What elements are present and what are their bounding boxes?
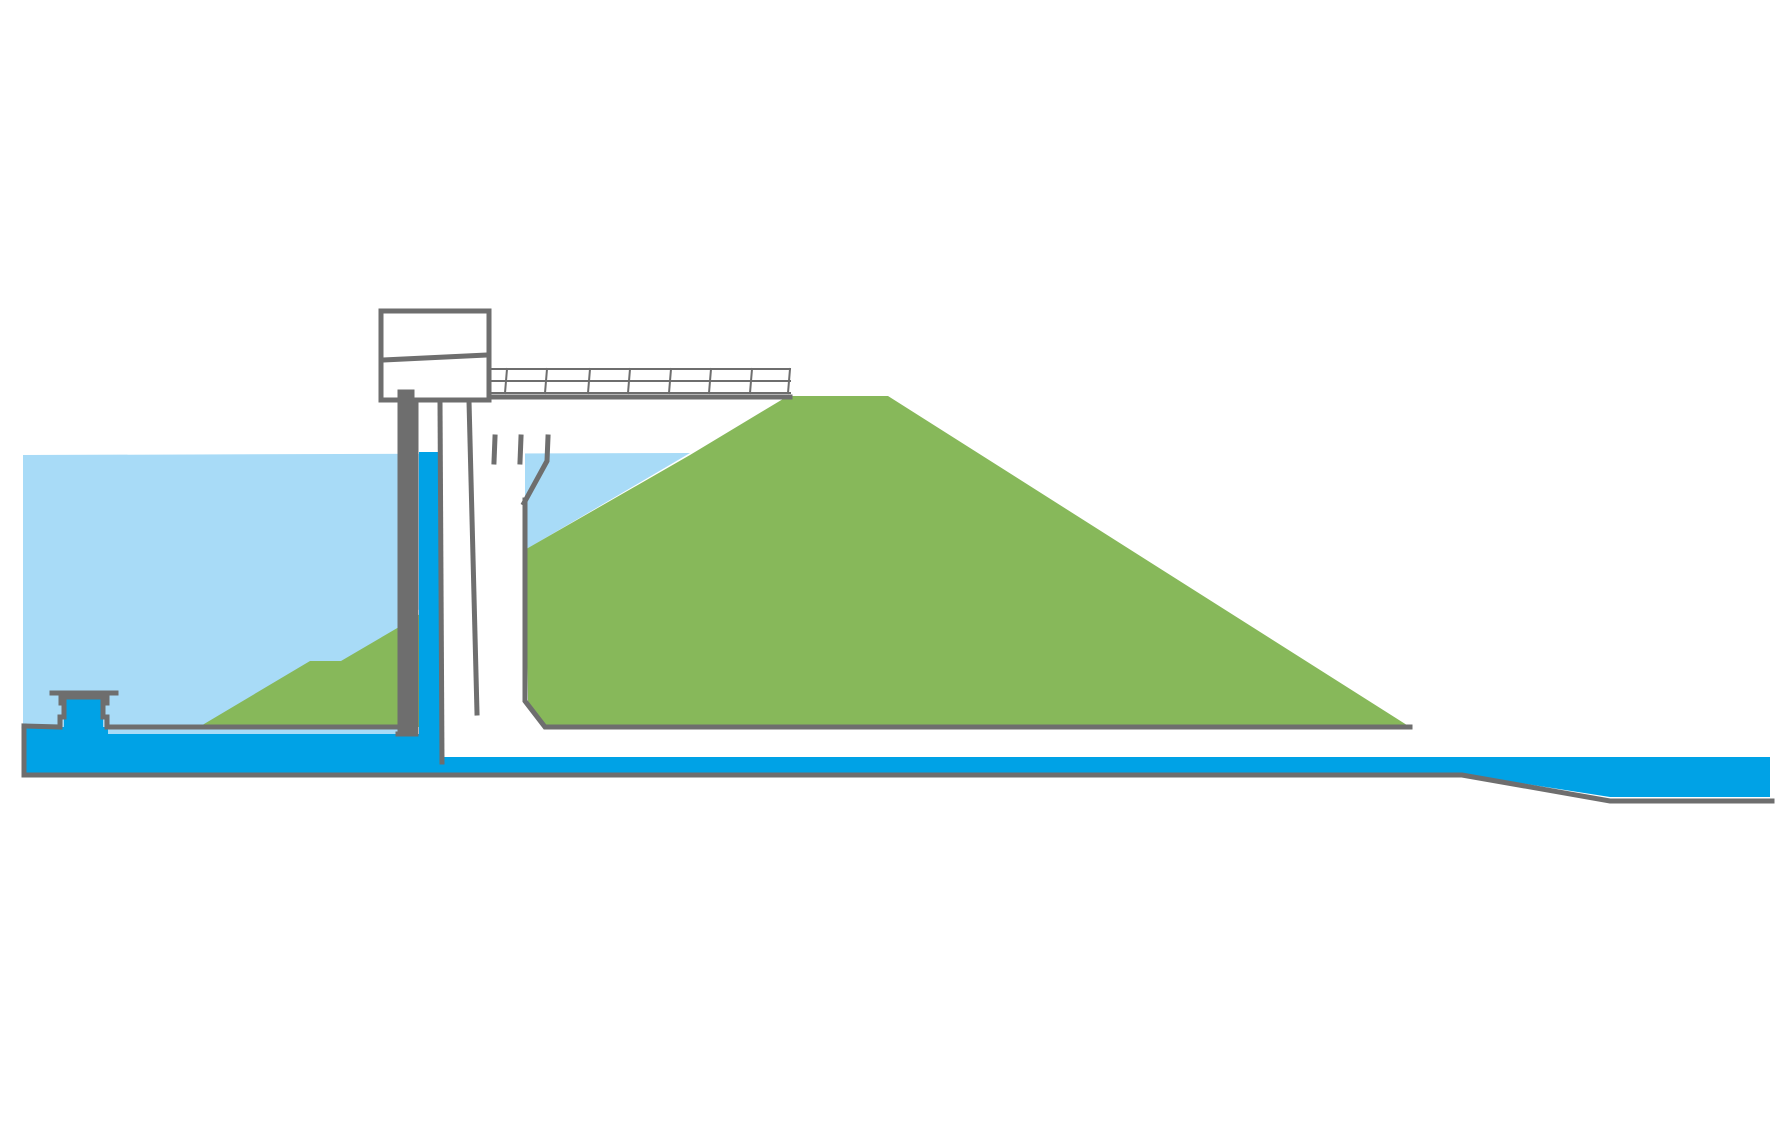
intake-tower-inner-wall bbox=[395, 397, 419, 737]
structure-outlines bbox=[21, 308, 1775, 804]
intake-structure-top bbox=[21, 694, 110, 730]
intake-grate-bar bbox=[520, 434, 551, 507]
intake-tower-water bbox=[419, 452, 440, 763]
conduit-floor bbox=[21, 772, 1775, 804]
access-bridge-railing bbox=[488, 367, 792, 395]
shaft-wall-left bbox=[437, 398, 445, 765]
intake-structure-water bbox=[64, 697, 103, 727]
shaft-wall-right bbox=[466, 398, 480, 716]
gate-house-floor-divider bbox=[380, 352, 490, 363]
intake-grate-bar bbox=[517, 434, 524, 465]
outlet-conduit bbox=[23, 727, 1770, 797]
outlet-shaft-wall bbox=[522, 497, 1413, 730]
intake-well bbox=[440, 401, 545, 761]
intake-grate-bar bbox=[491, 434, 498, 465]
